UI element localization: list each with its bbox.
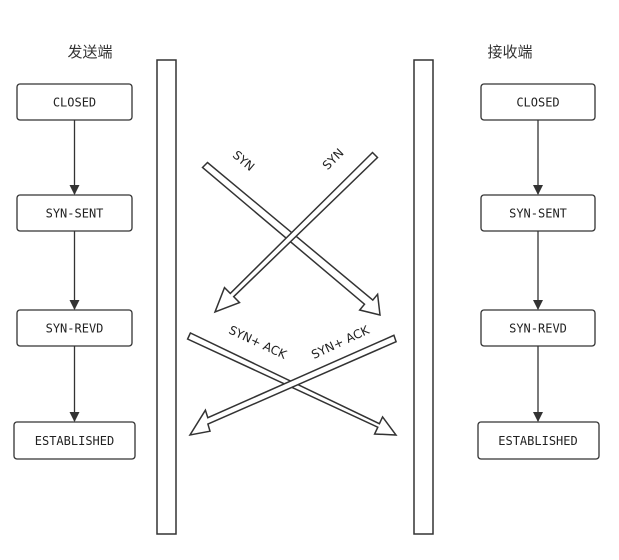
receiver-state-established-label: ESTABLISHED: [498, 434, 577, 448]
sender-state-closed: CLOSED: [16, 83, 133, 121]
synack-arrow-receiver-to-sender: [188, 334, 398, 437]
receiver-state-syn-sent: SYN-SENT: [480, 194, 596, 232]
sender-state-closed-label: CLOSED: [53, 96, 96, 110]
receiver-state-closed: CLOSED: [480, 83, 596, 121]
sender-title: 发送端: [67, 43, 112, 61]
receiver-title: 接收端: [487, 43, 532, 61]
syn-label-sender: SYN: [230, 148, 257, 174]
sender-state-syn-sent-label: SYN-SENT: [46, 207, 104, 221]
receiver-lifeline: [413, 59, 434, 535]
sender-state-syn-revd: SYN-REVD: [16, 309, 133, 347]
syn-label-receiver: SYN: [320, 146, 347, 173]
sender-lifeline: [156, 59, 177, 535]
receiver-state-syn-revd: SYN-REVD: [480, 309, 596, 347]
receiver-state-closed-label: CLOSED: [516, 96, 559, 110]
receiver-state-syn-revd-label: SYN-REVD: [509, 322, 567, 336]
sender-state-established-label: ESTABLISHED: [35, 434, 114, 448]
sender-state-established: ESTABLISHED: [13, 421, 136, 460]
sender-state-syn-sent: SYN-SENT: [16, 194, 133, 232]
syn-arrow-receiver-to-sender: [213, 151, 379, 314]
receiver-state-syn-sent-label: SYN-SENT: [509, 207, 567, 221]
receiver-state-established: ESTABLISHED: [477, 421, 600, 460]
sender-state-syn-revd-label: SYN-REVD: [46, 322, 104, 336]
